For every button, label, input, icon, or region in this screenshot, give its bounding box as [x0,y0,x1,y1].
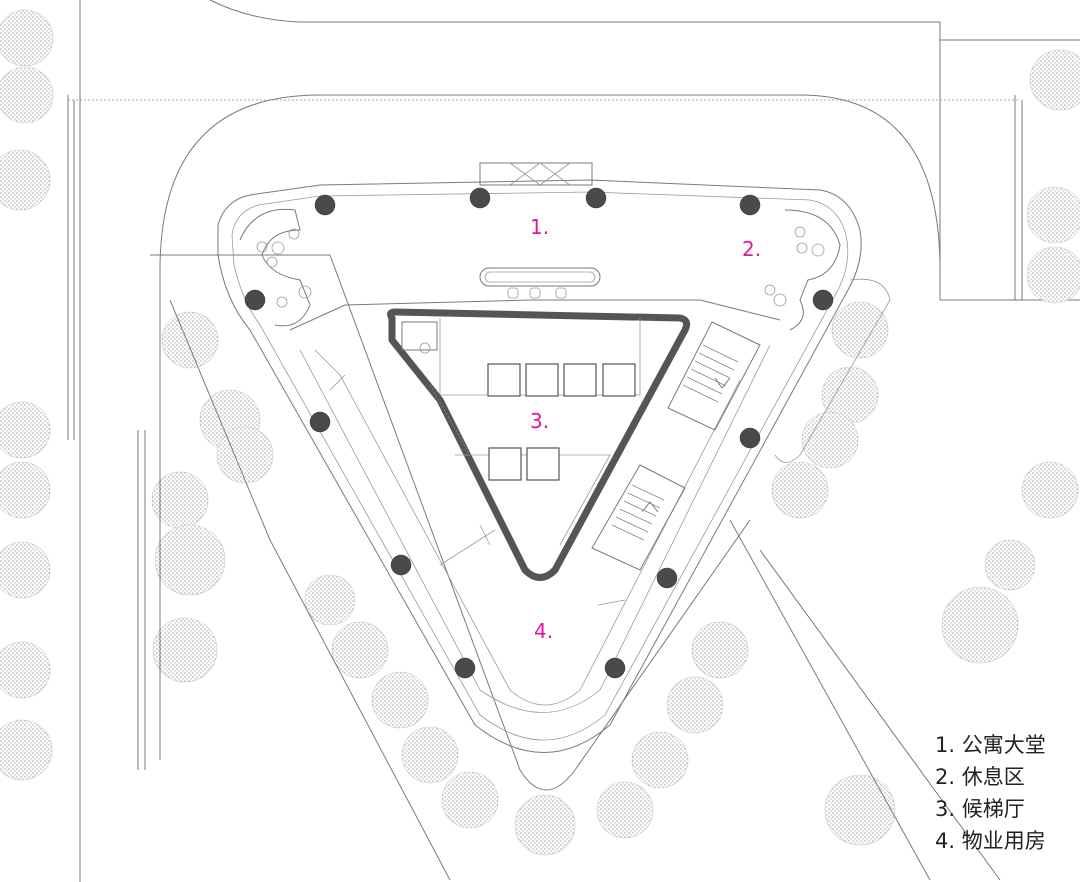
column [469,187,491,209]
lounge-seating-right [764,209,841,331]
elevator [525,363,559,397]
tree [0,719,53,781]
tree [441,771,499,829]
tree [596,781,654,839]
tree [631,731,689,789]
landscape-trees [0,9,1080,856]
legend-item: 3. 候梯厅 [935,797,1025,821]
elevator [526,447,560,481]
tree [514,794,576,856]
interior-partitions [314,278,891,606]
tree [331,621,389,679]
tree [0,66,54,124]
tree [1026,246,1080,304]
tree [824,774,896,846]
column [812,289,834,311]
tree [0,461,51,519]
tree [0,9,54,67]
tree [1029,49,1080,111]
column [314,194,336,216]
tree [154,524,226,596]
entrance-doors [479,162,593,186]
tree [691,621,749,679]
tree [771,461,829,519]
tree [216,426,274,484]
column [739,194,761,216]
building-core [387,308,691,581]
tree [401,726,459,784]
tree [666,676,724,734]
tree [0,641,51,699]
legend: 1. 公寓大堂 2. 休息区 3. 候梯厅 4. 物业用房 [935,733,1046,853]
elevator [602,363,636,397]
tree [984,539,1036,591]
tree [831,301,889,359]
tree [371,671,429,729]
legend-item: 1. 公寓大堂 [935,733,1046,757]
tree [941,586,1019,664]
legend-item: 4. 物业用房 [935,829,1046,853]
legend-item: 2. 休息区 [935,765,1025,789]
tree [0,541,51,599]
column [739,427,761,449]
tree [0,149,51,211]
tree [801,411,859,469]
tree [1021,461,1079,519]
elevator [563,363,597,397]
reception-desk [479,267,601,299]
elevator [488,447,522,481]
room-label-4: 4. [534,619,553,643]
tree [161,311,219,369]
column [390,554,412,576]
tree [0,401,51,459]
lounge-seating-left [239,208,312,327]
room-label-1: 1. [530,215,549,239]
building-envelope [217,179,862,753]
column [244,289,266,311]
site-boundary [67,0,1080,882]
elevator [487,363,521,397]
tree [152,617,218,683]
room-label-2: 2. [742,237,761,261]
structural-columns [244,187,834,679]
column [309,411,331,433]
elevators [487,363,636,481]
column [585,187,607,209]
site-outline [150,94,1001,881]
stair-core-lower [591,464,686,571]
stair-core-upper [667,321,761,431]
column [454,657,476,679]
column [656,567,678,589]
room-label-3: 3. [530,409,549,433]
column [604,657,626,679]
tree [304,574,356,626]
tree [1026,186,1080,244]
